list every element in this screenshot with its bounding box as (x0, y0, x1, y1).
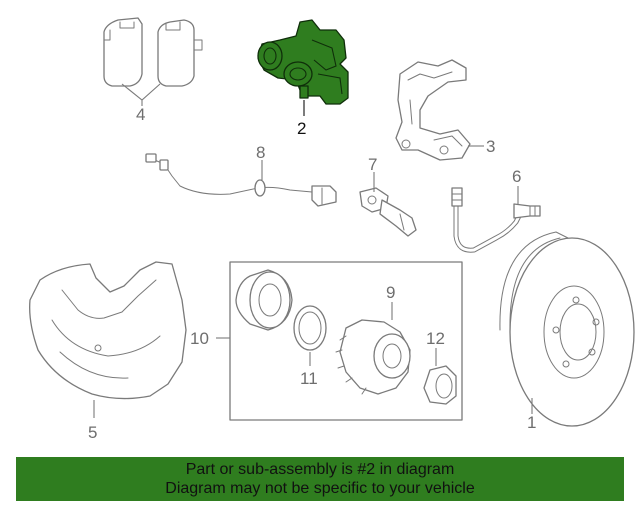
callout-6: 6 (512, 167, 521, 186)
banner-line-1: Part or sub-assembly is #2 in diagram (185, 461, 455, 478)
part-12-axle-nut[interactable] (423, 365, 457, 405)
part-4-brake-pads[interactable] (103, 17, 203, 87)
callout-8: 8 (256, 143, 265, 162)
part-1-brake-rotor[interactable] (499, 231, 635, 427)
part-bearing[interactable] (235, 269, 293, 331)
banner-line-2: Diagram may not be specific to your vehi… (165, 480, 475, 497)
callout-11: 11 (300, 369, 318, 388)
callout-7: 7 (368, 155, 377, 174)
part-5-dust-shield[interactable] (29, 261, 187, 400)
callout-5: 5 (88, 423, 97, 442)
part-3-caliper-bracket[interactable] (395, 59, 471, 161)
info-banner: Part or sub-assembly is #2 in diagram Di… (16, 457, 624, 501)
part-2-brake-caliper[interactable] (257, 19, 349, 105)
part-10-hub-kit-box[interactable] (229, 261, 463, 421)
callout-12: 12 (426, 329, 445, 348)
callout-10: 10 (190, 329, 209, 348)
callout-9: 9 (386, 283, 395, 302)
part-6-brake-hose[interactable] (451, 187, 541, 253)
callout-1: 1 (527, 413, 536, 432)
part-8-wear-sensor[interactable] (145, 153, 337, 207)
part-7-speed-sensor[interactable] (359, 187, 417, 237)
callout-2: 2 (297, 119, 306, 138)
part-9-wheel-hub[interactable] (335, 319, 411, 395)
callout-3: 3 (486, 137, 495, 156)
part-11-snap-ring[interactable] (293, 305, 327, 351)
callout-4: 4 (136, 105, 145, 124)
